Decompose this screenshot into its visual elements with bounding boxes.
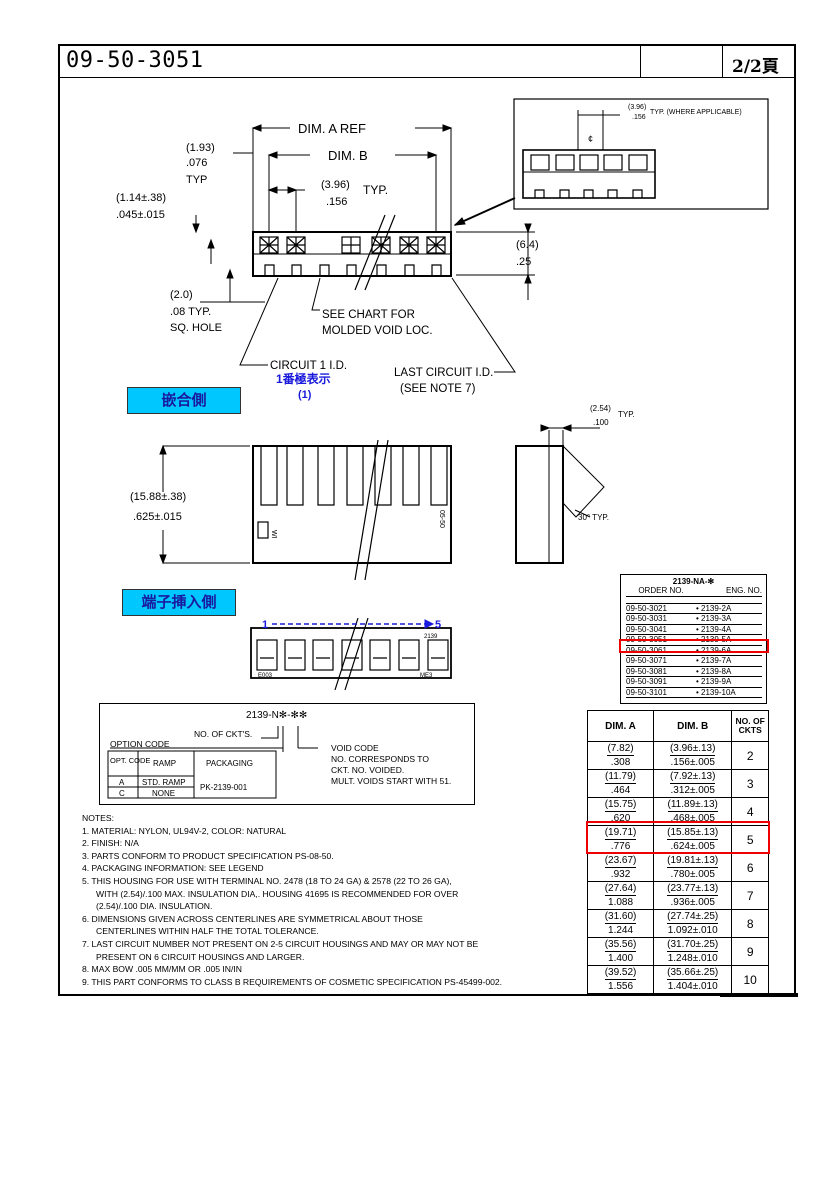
notes-block: NOTES: 1. MATERIAL: NYLON, UL94V-2, COLO… [82,813,503,987]
svg-text:(1.93): (1.93) [186,142,215,154]
svg-text:TYP. (WHERE APPLICABLE): TYP. (WHERE APPLICABLE) [650,109,742,116]
svg-text:WI: WI [270,530,277,539]
svg-text:E003: E003 [258,673,273,679]
legend-box: 2139-N✻-✻✻ NO. OF CKT'S. OPTION CODE VOI… [99,703,475,805]
svg-text:(3.96): (3.96) [321,179,350,191]
svg-text:2139: 2139 [424,634,438,640]
svg-text:.625±.015: .625±.015 [133,511,182,523]
svg-text:LAST CIRCUIT I.D.: LAST CIRCUIT I.D. [394,367,493,379]
svg-text:SEE CHART FOR: SEE CHART FOR [322,309,415,321]
dimension-table: DIM. A DIM. B NO. OF CKTS (7.82).308(3.9… [586,710,769,994]
table-row: 09-50-3101• 2139-10A [626,687,762,698]
front-housing [252,445,452,564]
table-row: 09-50-3061• 2139-6A [626,645,762,656]
svg-text:.25: .25 [516,256,531,268]
svg-text:(6.4): (6.4) [516,239,539,251]
svg-text:OPT. CODE: OPT. CODE [110,756,150,765]
svg-text:PACKAGING: PACKAGING [206,759,253,768]
svg-text:.156: .156 [326,196,347,208]
svg-text:TYP.: TYP. [618,410,635,419]
svg-text:(SEE NOTE 7): (SEE NOTE 7) [400,383,476,395]
side-housing [515,445,564,564]
table-row: 09-50-3081• 2139-8A [626,666,762,677]
svg-text:.100: .100 [593,418,609,427]
title-block: 09-50-3051 2/2頁 [60,46,794,78]
svg-text:30° TYP.: 30° TYP. [578,513,609,522]
table-row: 09-50-3031• 2139-3A [626,613,762,625]
svg-text:TYP.: TYP. [363,183,388,197]
order-number-table: 2139-NA-✻ ORDER NO.ENG. NO. 09-50-3021• … [620,574,767,704]
highlight-dim-row [586,821,770,854]
table-row: 09-50-3091• 2139-9A [626,676,762,688]
svg-text:MULT. VOIDS START WITH 51.: MULT. VOIDS START WITH 51. [331,776,451,786]
page-number: 2/2頁 [732,57,779,77]
svg-text:NONE: NONE [152,789,175,798]
svg-text:.076: .076 [186,157,207,169]
svg-text:VOID CODE: VOID CODE [331,743,379,753]
svg-text:TYP: TYP [186,174,207,186]
svg-text:(2.54): (2.54) [590,404,611,413]
part-number: 09-50-3051 [66,48,204,73]
svg-text:1番極表示: 1番極表示 [276,371,331,386]
svg-text:(15.88±.38): (15.88±.38) [130,491,186,503]
svg-text:1: 1 [262,619,268,631]
svg-text:MOLDED VOID LOC.: MOLDED VOID LOC. [322,325,433,337]
svg-text:.156: .156 [632,114,646,121]
svg-text:(1.14±.38): (1.14±.38) [116,192,166,204]
top-cavities [259,236,446,275]
svg-text:C: C [119,789,125,798]
svg-text:A: A [119,778,125,787]
dim-b-label: DIM. B [328,148,368,163]
svg-text:SQ. HOLE: SQ. HOLE [170,322,222,334]
mating-side-label: 嵌合側 [127,387,241,414]
svg-text:NO. CORRESPONDS TO: NO. CORRESPONDS TO [331,754,429,764]
highlight-order-row [619,639,769,653]
terminal-side-label: 端子挿入側 [122,589,236,616]
svg-text:5: 5 [435,619,441,631]
svg-text:2139-N✻-✻✻: 2139-N✻-✻✻ [246,710,307,721]
svg-text:(1): (1) [298,389,312,401]
dim-a-label: DIM. A REF [298,121,366,136]
svg-text:(3.96): (3.96) [628,104,646,111]
svg-text:.045±.015: .045±.015 [116,209,165,221]
bottom-housing [250,627,452,679]
svg-text:ME3: ME3 [420,673,433,679]
svg-text:CKT. NO. VOIDED.: CKT. NO. VOIDED. [331,765,404,775]
table-row: 09-50-3021• 2139-2A [626,603,762,614]
table-row: 09-50-3041• 2139-4A [626,624,762,635]
svg-text:STD. RAMP: STD. RAMP [142,778,186,787]
svg-text:(2.0): (2.0) [170,289,193,301]
svg-text:CIRCUIT 1 I.D.: CIRCUIT 1 I.D. [270,360,347,372]
svg-text:¢: ¢ [588,134,593,144]
inset-box [513,98,769,210]
drawing-frame: 09-50-3051 2/2頁 [58,44,796,996]
svg-text:RAMP: RAMP [153,759,176,768]
svg-text:.08 TYP.: .08 TYP. [170,306,211,318]
table-row: 09-50-3071• 2139-7A [626,655,762,667]
svg-text:NO. OF CKT'S.: NO. OF CKT'S. [194,729,252,739]
svg-text:PK-2139-001: PK-2139-001 [200,783,248,792]
svg-text:OPTION CODE: OPTION CODE [110,739,170,749]
svg-text:05-50: 05-50 [438,510,445,528]
